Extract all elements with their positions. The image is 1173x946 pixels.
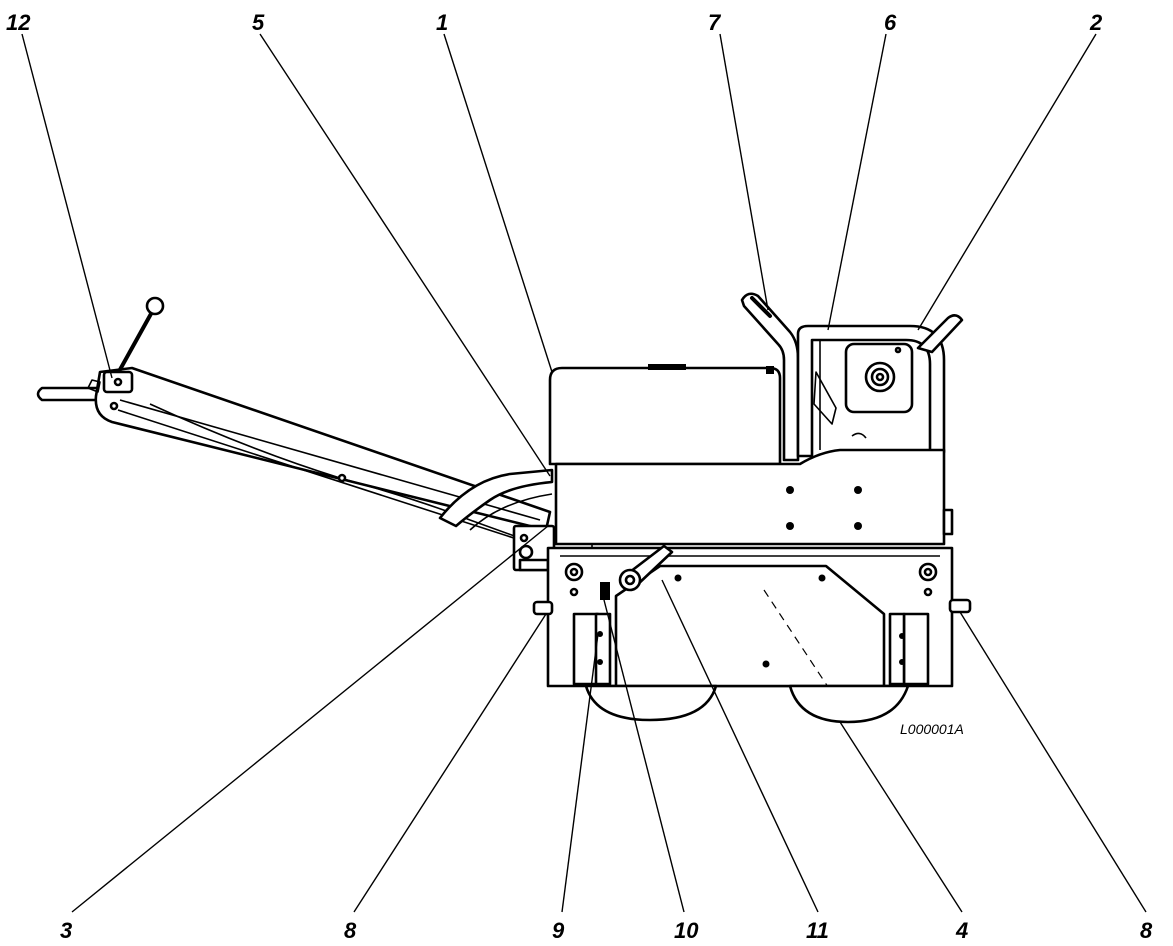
rear-frame bbox=[796, 314, 964, 458]
leader-5 bbox=[259, 33, 551, 477]
callout-2: 2 bbox=[1089, 10, 1103, 35]
leader-11 bbox=[661, 579, 819, 913]
callout-11: 11 bbox=[806, 918, 829, 943]
leader-8-right bbox=[959, 611, 1147, 913]
callout-8-left: 8 bbox=[344, 918, 357, 943]
leader-lines bbox=[21, 33, 1147, 913]
callout-labels: 12 5 1 7 6 2 3 8 9 10 11 4 8 bbox=[6, 10, 1153, 943]
callout-5: 5 bbox=[252, 10, 265, 35]
leader-12 bbox=[21, 33, 113, 379]
callout-10: 10 bbox=[674, 918, 699, 943]
callout-1: 1 bbox=[436, 10, 448, 35]
leader-9 bbox=[561, 633, 599, 913]
callout-12: 12 bbox=[6, 10, 31, 35]
leader-6 bbox=[827, 33, 887, 331]
leader-2 bbox=[917, 33, 1097, 331]
leader-7 bbox=[719, 33, 769, 311]
machine-illustration bbox=[36, 292, 972, 724]
steering-joint bbox=[512, 524, 556, 572]
drawing-code: L000001A bbox=[900, 721, 964, 737]
leader-10 bbox=[603, 599, 685, 913]
main-chassis bbox=[554, 448, 954, 549]
callout-9: 9 bbox=[552, 918, 565, 943]
leader-8-left bbox=[353, 613, 547, 913]
leader-3 bbox=[71, 525, 549, 913]
drums bbox=[584, 684, 910, 724]
engine-hood bbox=[548, 364, 782, 466]
callout-6: 6 bbox=[884, 10, 897, 35]
drum-frame bbox=[532, 544, 972, 691]
callout-4: 4 bbox=[955, 918, 968, 943]
callout-3: 3 bbox=[60, 918, 72, 943]
callout-7: 7 bbox=[708, 10, 722, 35]
callout-8-right: 8 bbox=[1140, 918, 1153, 943]
leader-1 bbox=[443, 33, 553, 373]
hydraulic-hose bbox=[438, 468, 554, 528]
leader-4 bbox=[839, 721, 963, 913]
